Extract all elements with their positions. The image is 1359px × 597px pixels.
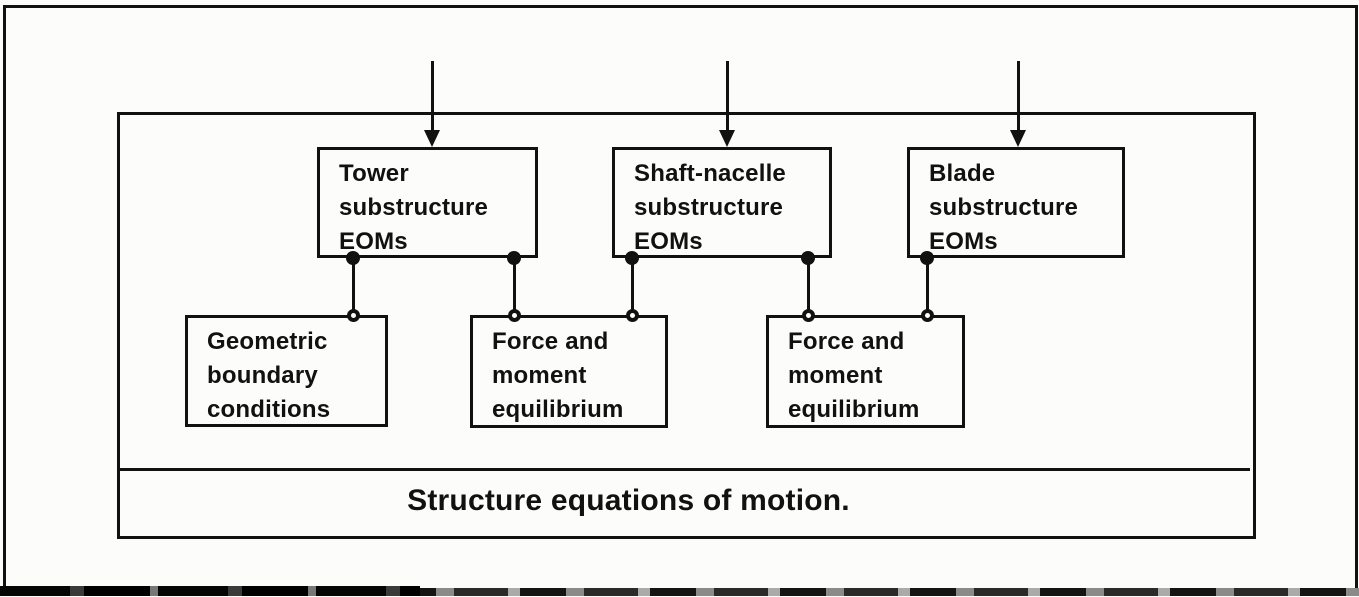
- container-caption: Structure equations of motion.: [407, 483, 850, 517]
- node-force-moment-equilibrium-2: Force and moment equilibrium: [766, 315, 965, 428]
- down-arrow-icon: [725, 61, 729, 133]
- node-shaft-nacelle-substructure-eoms: Shaft-nacelle substructure EOMs: [612, 147, 832, 258]
- down-arrow-icon: [1016, 61, 1020, 133]
- connector-ring-icon: [625, 308, 639, 322]
- scan-artifact-bottom-edge: [0, 588, 1359, 596]
- caption-strip-divider: [117, 468, 1250, 471]
- connector-ring-icon: [920, 308, 934, 322]
- connector-dot-icon: [920, 251, 934, 265]
- connector-ring-icon: [346, 308, 360, 322]
- scan-artifact-bottom-edge-dark: [0, 586, 420, 596]
- node-tower-substructure-eoms: Tower substructure EOMs: [317, 147, 538, 258]
- structure-eom-container: [117, 112, 1256, 539]
- connector-dot-icon: [801, 251, 815, 265]
- down-arrowhead-icon: [1010, 130, 1026, 147]
- down-arrowhead-icon: [719, 130, 735, 147]
- down-arrow-icon: [430, 61, 434, 133]
- down-arrowhead-icon: [424, 130, 440, 147]
- connector-dot-icon: [625, 251, 639, 265]
- connector-dot-icon: [507, 251, 521, 265]
- connector-dot-icon: [346, 251, 360, 265]
- connector-ring-icon: [507, 308, 521, 322]
- node-geometric-boundary-conditions: Geometric boundary conditions: [185, 315, 388, 427]
- node-force-moment-equilibrium-1: Force and moment equilibrium: [470, 315, 668, 428]
- caption-strip: Structure equations of motion.: [120, 471, 1247, 530]
- figure-outer-frame: [3, 5, 1358, 591]
- node-blade-substructure-eoms: Blade substructure EOMs: [907, 147, 1125, 258]
- connector-ring-icon: [801, 308, 815, 322]
